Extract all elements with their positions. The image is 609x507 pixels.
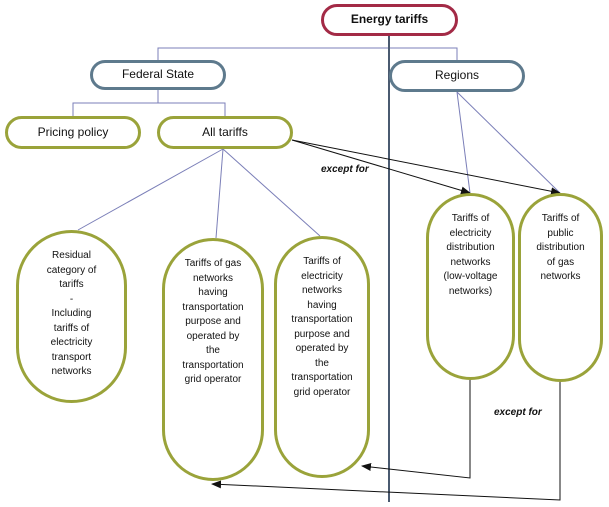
energy-tariffs-node: Energy tariffs — [321, 4, 458, 36]
residual-tariffs-node: Residual category of tariffs - Including… — [16, 230, 127, 403]
energy-tariffs-label: Energy tariffs — [350, 12, 429, 27]
regions-node: Regions — [389, 60, 525, 92]
pricing-policy-node: Pricing policy — [5, 116, 141, 149]
fan-connectors-regions — [456, 91, 561, 194]
gas-distribution-tariffs-node: Tariffs of public distribution of gas ne… — [518, 193, 603, 382]
electricity-transport-tariffs-label: Tariffs of electricity networks having t… — [291, 256, 353, 398]
gas-transport-tariffs-label: Tariffs of gas networks having transport… — [182, 258, 244, 385]
except-arrows-bottom — [211, 380, 561, 501]
residual-tariffs-label: Residual category of tariffs - Including… — [46, 250, 97, 377]
fan-connectors-all-tariffs — [77, 148, 321, 239]
gas-transport-tariffs-node: Tariffs of gas networks having transport… — [162, 238, 264, 481]
all-tariffs-node: All tariffs — [157, 116, 293, 149]
except-for-label-bottom: except for — [494, 407, 542, 418]
federal-state-node: Federal State — [90, 60, 226, 90]
except-arrows-top — [291, 139, 561, 196]
gas-distribution-tariffs-label: Tariffs of public distribution of gas ne… — [536, 213, 585, 282]
electricity-distribution-tariffs-label: Tariffs of electricity distribution netw… — [443, 213, 498, 297]
tree-connector-federal — [72, 88, 226, 116]
federal-state-label: Federal State — [121, 67, 195, 82]
electricity-distribution-tariffs-node: Tariffs of electricity distribution netw… — [426, 193, 515, 380]
tree-connector-top — [157, 36, 458, 60]
except-for-label-top: except for — [321, 164, 369, 175]
pricing-policy-label: Pricing policy — [37, 124, 109, 139]
all-tariffs-label: All tariffs — [202, 124, 248, 139]
regions-label: Regions — [434, 68, 480, 83]
electricity-transport-tariffs-node: Tariffs of electricity networks having t… — [274, 236, 370, 478]
